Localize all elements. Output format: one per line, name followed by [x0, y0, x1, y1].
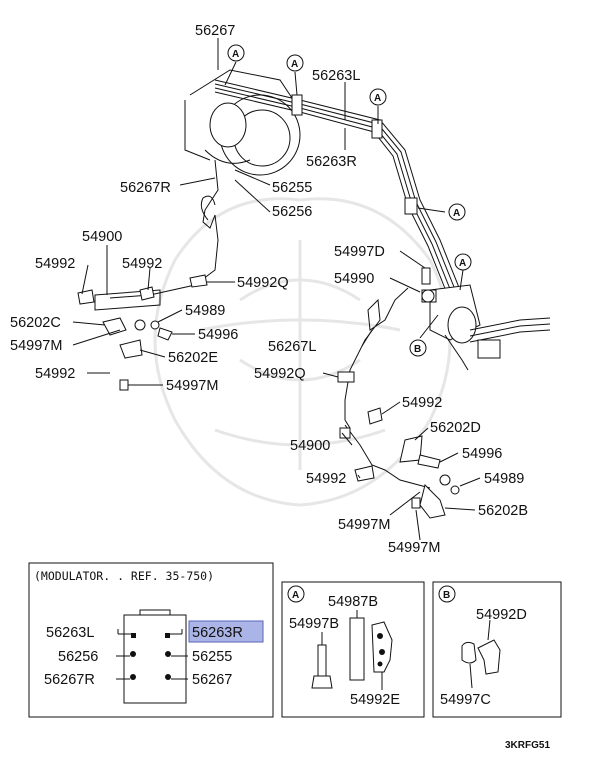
modulator-label-56263L[interactable]: 56263L: [46, 625, 94, 641]
callout-56202E-left[interactable]: 56202E: [168, 350, 218, 366]
right-brake-hose: [337, 267, 460, 519]
detail-b-label-54992D[interactable]: 54992D: [476, 607, 527, 623]
ref-marker-a-5: A: [454, 253, 472, 271]
svg-text:A: A: [453, 208, 460, 219]
master-cylinder-booster: [184, 69, 301, 176]
callout-54990-right[interactable]: 54990: [334, 271, 374, 287]
detail-a-marker: A: [292, 590, 299, 601]
callout-56255-mid[interactable]: 56255: [272, 180, 312, 196]
detail-a-label-54997B[interactable]: 54997B: [289, 616, 339, 632]
callout-54996-right[interactable]: 54996: [462, 446, 502, 462]
highlight-56263R: [188, 620, 264, 643]
callout-54900-left[interactable]: 54900: [82, 229, 122, 245]
callout-56267L-right[interactable]: 56267L: [268, 339, 316, 355]
svg-text:B: B: [414, 344, 421, 355]
callout-54996-left[interactable]: 54996: [198, 327, 238, 343]
modulator-label-56256[interactable]: 56256: [58, 649, 98, 665]
callout-56202B-right[interactable]: 56202B: [478, 503, 528, 519]
ref-marker-a-3: A: [369, 88, 387, 106]
callout-54997M-right-1[interactable]: 54997M: [338, 517, 390, 533]
detail-b-label-54997C[interactable]: 54997C: [440, 692, 491, 708]
callout-54992-right-2[interactable]: 54992: [306, 471, 346, 487]
modulator-title: (MODULATOR. . REF. 35-750): [34, 569, 214, 583]
modulator-label-56263R[interactable]: 56263R: [192, 625, 243, 641]
modulator-label-56267R[interactable]: 56267R: [44, 672, 95, 688]
callout-54997D-right[interactable]: 54997D: [334, 244, 385, 260]
hydraulic-unit: [421, 284, 551, 371]
diagram-code: 3KRFG51: [505, 740, 550, 751]
detail-a-label-54992E[interactable]: 54992E: [350, 692, 400, 708]
ref-marker-a-2: A: [286, 54, 304, 72]
callout-54992Q-left[interactable]: 54992Q: [237, 275, 289, 291]
callout-54997M-left-1[interactable]: 54997M: [10, 338, 62, 354]
callout-54989-right[interactable]: 54989: [484, 471, 524, 487]
callout-54992-right-1[interactable]: 54992: [402, 395, 442, 411]
callout-54900-right[interactable]: 54900: [290, 438, 330, 454]
callout-54992Q-right[interactable]: 54992Q: [254, 366, 306, 382]
svg-text:A: A: [232, 49, 239, 60]
callout-56267-top[interactable]: 56267: [195, 23, 235, 39]
detail-a-box: A: [281, 581, 425, 718]
callout-56263L-top[interactable]: 56263L: [312, 68, 360, 84]
callout-56202C-left[interactable]: 56202C: [10, 315, 61, 331]
callout-54997M-left-2[interactable]: 54997M: [166, 378, 218, 394]
ref-marker-a-4: A: [448, 203, 466, 221]
ref-marker-b-1: B: [409, 339, 427, 357]
modulator-label-56255[interactable]: 56255: [192, 649, 232, 665]
callout-54992-left-1[interactable]: 54992: [35, 256, 75, 272]
detail-a-label-54987B[interactable]: 54987B: [328, 594, 378, 610]
svg-text:A: A: [459, 258, 466, 269]
detail-b-box: B: [432, 581, 562, 718]
callout-54997M-right-2[interactable]: 54997M: [388, 540, 440, 556]
brake-pipe-bundle-right: [214, 79, 471, 337]
leader-lines: [72, 38, 481, 541]
modulator-box: (MODULATOR. . REF. 35-750): [28, 562, 274, 718]
callout-56267R-mid[interactable]: 56267R: [120, 180, 171, 196]
detail-b-marker: B: [443, 590, 450, 601]
callout-54989-left[interactable]: 54989: [185, 303, 225, 319]
modulator-label-56267[interactable]: 56267: [192, 672, 232, 688]
left-brake-hose: [77, 159, 219, 391]
callout-56263R-top[interactable]: 56263R: [306, 154, 357, 170]
watermark-emblem: [153, 197, 452, 507]
ref-marker-a-1: A: [227, 44, 245, 62]
callout-56202D-right[interactable]: 56202D: [430, 420, 481, 436]
callout-54992-left-3[interactable]: 54992: [35, 366, 75, 382]
svg-text:A: A: [291, 59, 298, 70]
svg-text:A: A: [374, 93, 381, 104]
callout-54992-left-2[interactable]: 54992: [122, 256, 162, 272]
callout-56256-mid[interactable]: 56256: [272, 204, 312, 220]
